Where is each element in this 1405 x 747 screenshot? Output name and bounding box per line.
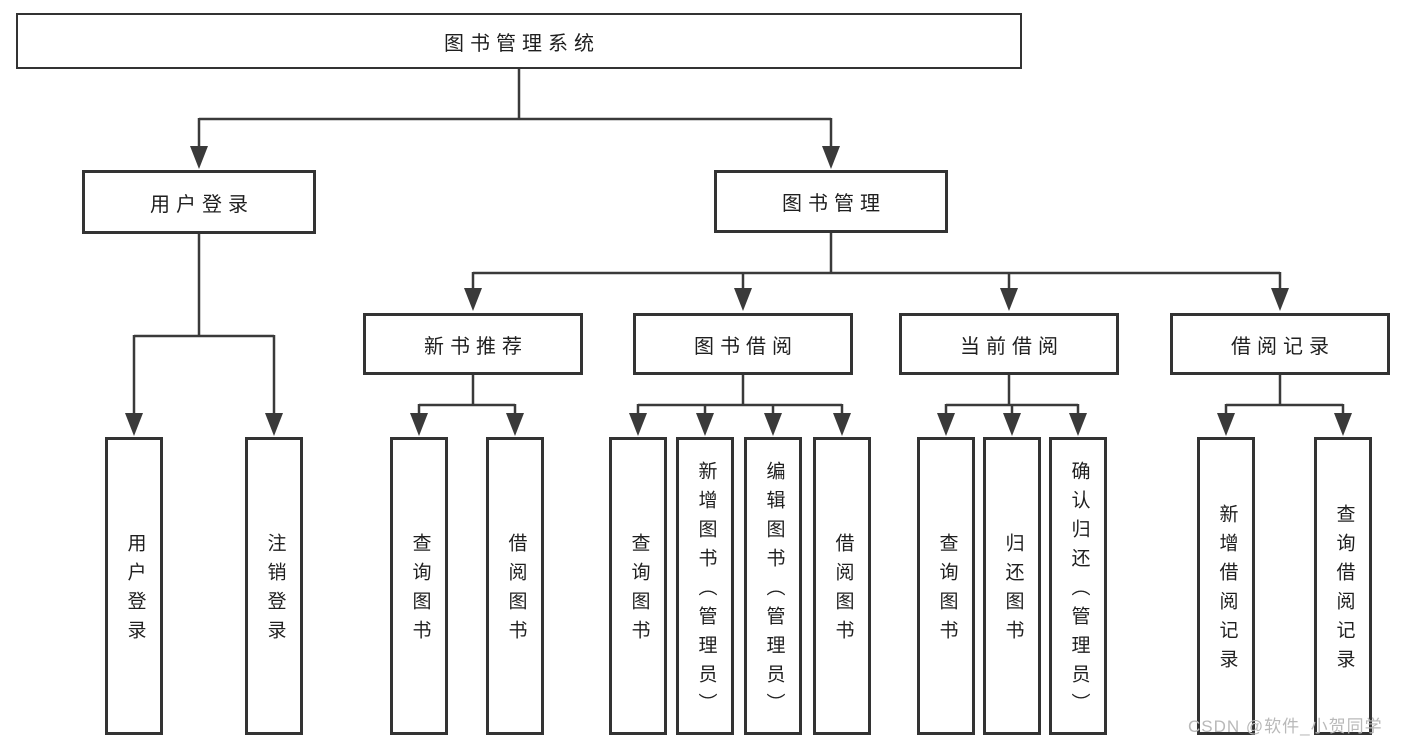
leaf-borrow-books-recommend: 借阅图书 [486,437,544,735]
leaf-user-login: 用户登录 [105,437,163,735]
csdn-watermark: CSDN @软件_小贺同学 [1188,717,1383,736]
node-book-borrowing: 图书借阅 [633,313,853,375]
node-borrowing-records: 借阅记录 [1170,313,1390,375]
node-new-book-recommendation: 新书推荐 [363,313,583,375]
leaf-edit-books-admin: 编辑图书（管理员） [744,437,802,735]
leaf-borrow-books: 借阅图书 [813,437,871,735]
leaf-query-borrow-record: 查询借阅记录 [1314,437,1372,735]
node-new-book-recommendation-label: 新书推荐 [424,335,528,358]
leaf-logout: 注销登录 [245,437,303,735]
node-user-login: 用户登录 [82,170,316,234]
node-book-borrowing-label: 图书借阅 [694,335,798,358]
node-book-management-label: 图书管理 [782,193,886,215]
node-user-login-label: 用户登录 [150,193,254,216]
node-current-borrowing-label: 当前借阅 [960,335,1064,358]
node-library-system-label: 图书管理系统 [444,32,600,55]
leaf-add-books-admin: 新增图书（管理员） [676,437,734,735]
node-borrowing-records-label: 借阅记录 [1231,335,1335,358]
node-library-system: 图书管理系统 [16,13,1022,69]
arrowheads [125,146,1352,436]
leaf-query-books-recommend: 查询图书 [390,437,448,735]
node-book-management: 图书管理 [714,170,948,233]
leaf-query-books-current: 查询图书 [917,437,975,735]
leaf-add-borrow-record: 新增借阅记录 [1197,437,1255,735]
leaf-query-books-borrow: 查询图书 [609,437,667,735]
leaf-confirm-return-admin: 确认归还（管理员） [1049,437,1107,735]
node-current-borrowing: 当前借阅 [899,313,1119,375]
leaf-return-books: 归还图书 [983,437,1041,735]
